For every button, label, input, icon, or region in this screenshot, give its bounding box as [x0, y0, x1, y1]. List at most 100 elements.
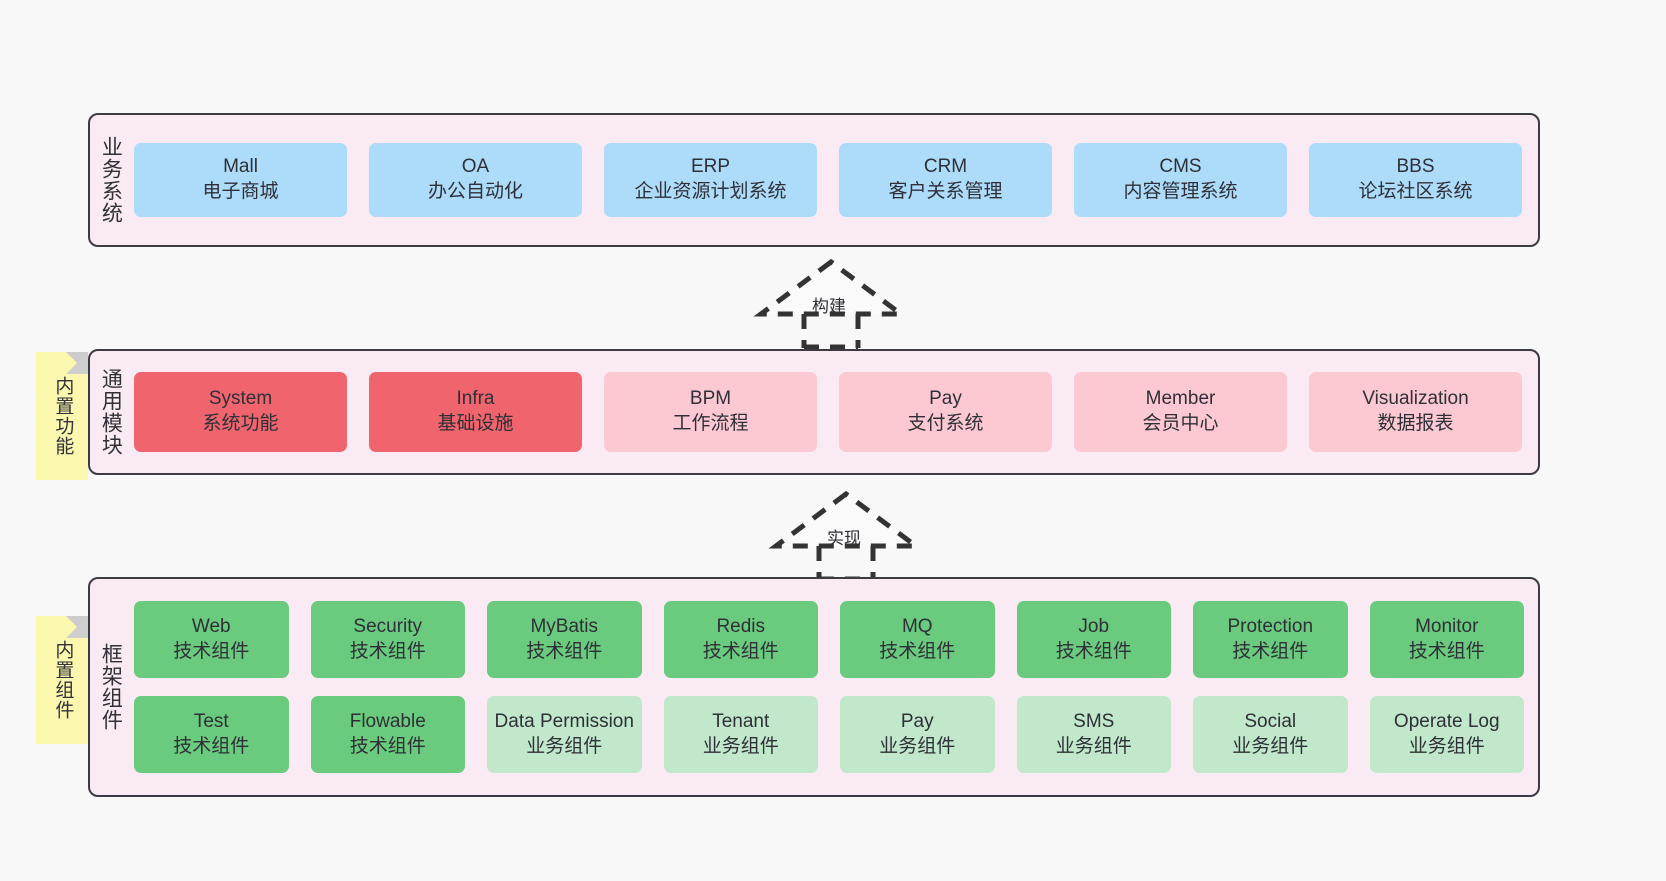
node-mq[interactable]: MQ 技术组件 [840, 601, 995, 678]
node-visualization[interactable]: Visualization 数据报表 [1309, 372, 1522, 452]
connector-implement-label: 实现 [827, 529, 861, 548]
connector-build-arrow [753, 258, 909, 350]
layer-body-common-module: System 系统功能 Infra 基础设施 BPM 工作流程 Pay 支付系统… [130, 351, 1538, 473]
layer-body-business-system: Mall 电子商城 OA 办公自动化 ERP 企业资源计划系统 CRM 客户关系… [130, 115, 1538, 245]
node-label-en: CRM [923, 156, 968, 178]
node-label-en: Social [1244, 710, 1297, 732]
node-row: Mall 电子商城 OA 办公自动化 ERP 企业资源计划系统 CRM 客户关系… [134, 143, 1522, 217]
node-label-cn: 业务组件 [1232, 735, 1309, 757]
note-fold-corner-icon [66, 616, 88, 638]
node-job[interactable]: Job 技术组件 [1016, 601, 1171, 678]
node-sms[interactable]: SMS 业务组件 [1016, 696, 1171, 773]
node-tenant[interactable]: Tenant 业务组件 [663, 696, 818, 773]
node-label-en: BBS [1396, 156, 1435, 178]
node-label-en: Tenant [712, 710, 770, 732]
node-label-en: Pay [929, 388, 962, 410]
node-label-en: Security [353, 615, 423, 637]
layer-title-framework-component: 框架组件 [99, 643, 123, 731]
node-row: Web 技术组件 Security 技术组件 MyBatis 技术组件 Redi… [134, 601, 1524, 678]
node-label-en: MQ [901, 615, 933, 637]
node-label-cn: 业务组件 [526, 735, 603, 757]
node-label-cn: 技术组件 [1408, 640, 1485, 662]
node-label-cn: 办公自动化 [427, 181, 523, 202]
node-label-cn: 电子商城 [202, 181, 279, 202]
node-member[interactable]: Member 会员中心 [1074, 372, 1287, 452]
sticky-note-builtin-component: 内置组件 [36, 616, 88, 744]
node-protection[interactable]: Protection 技术组件 [1193, 601, 1348, 678]
layer-body-framework-component: Web 技术组件 Security 技术组件 MyBatis 技术组件 Redi… [130, 579, 1538, 795]
node-pay-module[interactable]: Pay 支付系统 [839, 372, 1052, 452]
node-infra[interactable]: Infra 基础设施 [369, 372, 582, 452]
node-label-cn: 数据报表 [1377, 413, 1454, 434]
sticky-note-label: 内置组件 [52, 640, 74, 720]
node-label-en: Protection [1227, 615, 1314, 637]
node-label-cn: 技术组件 [173, 640, 250, 662]
node-label-cn: 内容管理系统 [1123, 181, 1238, 202]
node-monitor[interactable]: Monitor 技术组件 [1369, 601, 1524, 678]
node-label-en: Web [191, 615, 231, 637]
node-row: Test 技术组件 Flowable 技术组件 Data Permission … [134, 696, 1524, 773]
node-bpm[interactable]: BPM 工作流程 [604, 372, 817, 452]
node-redis[interactable]: Redis 技术组件 [663, 601, 818, 678]
node-label-cn: 企业资源计划系统 [634, 181, 787, 202]
node-label-cn: 基础设施 [437, 413, 514, 434]
node-label-en: CMS [1159, 156, 1202, 178]
layer-common-module: 通用模块 System 系统功能 Infra 基础设施 BPM 工作流程 Pay… [88, 349, 1540, 475]
node-label-en: Operate Log [1393, 710, 1500, 732]
node-crm[interactable]: CRM 客户关系管理 [839, 143, 1052, 217]
node-label-cn: 技术组件 [1232, 640, 1309, 662]
node-erp[interactable]: ERP 企业资源计划系统 [604, 143, 817, 217]
node-label-en: Member [1145, 388, 1216, 410]
node-label-en: BPM [689, 388, 732, 410]
node-test[interactable]: Test 技术组件 [134, 696, 289, 773]
node-label-cn: 系统功能 [202, 413, 279, 434]
node-label-cn: 业务组件 [702, 735, 779, 757]
node-label-cn: 客户关系管理 [888, 181, 1003, 202]
sticky-note-builtin-function: 内置功能 [36, 352, 88, 480]
node-label-en: Monitor [1415, 615, 1479, 637]
node-flowable[interactable]: Flowable 技术组件 [310, 696, 465, 773]
node-label-cn: 技术组件 [349, 735, 426, 757]
node-label-en: Data Permission [494, 710, 634, 732]
node-label-cn: 论坛社区系统 [1358, 181, 1473, 202]
node-label-cn: 技术组件 [702, 640, 779, 662]
node-web[interactable]: Web 技术组件 [134, 601, 289, 678]
node-label-cn: 工作流程 [672, 413, 749, 434]
node-social[interactable]: Social 业务组件 [1193, 696, 1348, 773]
node-label-cn: 业务组件 [879, 735, 956, 757]
node-label-en: Infra [456, 388, 495, 410]
node-label-en: Job [1078, 615, 1110, 637]
node-label-en: Mall [223, 156, 258, 178]
node-label-en: OA [461, 156, 490, 178]
node-label-cn: 会员中心 [1142, 413, 1219, 434]
node-label-en: Redis [716, 615, 766, 637]
node-label-en: Pay [900, 710, 934, 732]
connector-implement-arrow [768, 490, 924, 582]
node-system[interactable]: System 系统功能 [134, 372, 347, 452]
node-label-en: Flowable [349, 710, 426, 732]
node-cms[interactable]: CMS 内容管理系统 [1074, 143, 1287, 217]
node-label-cn: 业务组件 [1055, 735, 1132, 757]
node-label-en: ERP [690, 156, 731, 178]
layer-framework-component: 框架组件 Web 技术组件 Security 技术组件 MyBatis 技术组件… [88, 577, 1540, 797]
layer-title-common-module: 通用模块 [99, 368, 123, 456]
node-mybatis[interactable]: MyBatis 技术组件 [487, 601, 642, 678]
node-data-permission[interactable]: Data Permission 业务组件 [487, 696, 642, 773]
node-label-cn: 技术组件 [173, 735, 250, 757]
node-label-en: SMS [1073, 710, 1115, 732]
node-label-cn: 业务组件 [1408, 735, 1485, 757]
node-security[interactable]: Security 技术组件 [310, 601, 465, 678]
node-label-cn: 技术组件 [526, 640, 603, 662]
node-label-en: System [208, 388, 273, 410]
note-fold-corner-icon [66, 352, 88, 374]
node-label-en: MyBatis [530, 615, 599, 637]
node-label-en: Test [193, 710, 229, 732]
node-pay-component[interactable]: Pay 业务组件 [840, 696, 995, 773]
node-label-en: Visualization [1362, 388, 1469, 410]
node-oa[interactable]: OA 办公自动化 [369, 143, 582, 217]
node-mall[interactable]: Mall 电子商城 [134, 143, 347, 217]
node-label-cn: 支付系统 [907, 413, 984, 434]
node-operate-log[interactable]: Operate Log 业务组件 [1369, 696, 1524, 773]
node-bbs[interactable]: BBS 论坛社区系统 [1309, 143, 1522, 217]
